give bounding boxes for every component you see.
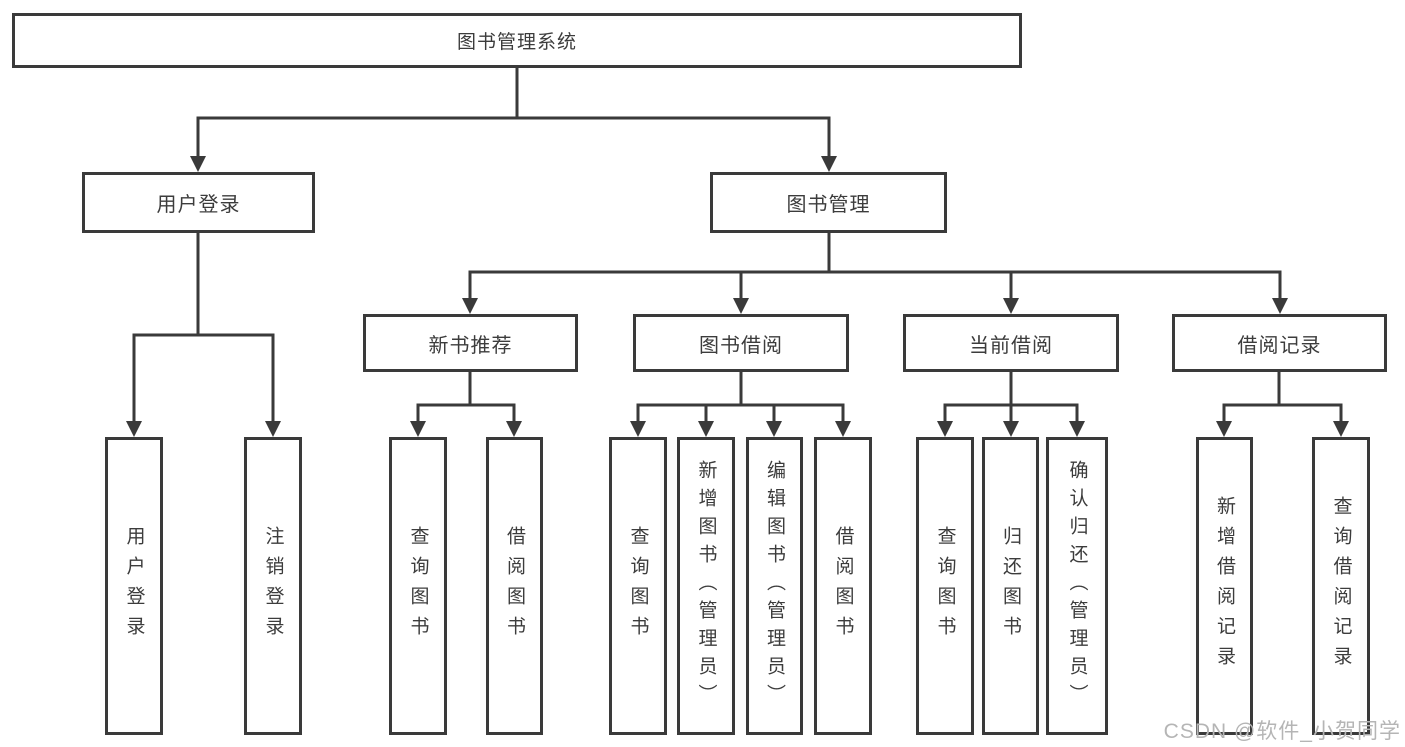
node-book-borrowing: 图书借阅 — [633, 314, 849, 372]
leaf-borrow-query-books: 查询图书 — [609, 437, 667, 735]
connector-bookborrow-to-leaves — [630, 370, 851, 437]
csdn-watermark: CSDN @软件_小贺同学 — [1163, 720, 1401, 743]
leaf-user-login: 用户登录 — [105, 437, 163, 735]
node-current-borrowing: 当前借阅 — [903, 314, 1119, 372]
leaf-edit-books-admin: 编辑图书（管理员） — [746, 437, 803, 735]
node-new-book-recommendation: 新书推荐 — [363, 314, 578, 372]
node-borrowing-records: 借阅记录 — [1172, 314, 1387, 372]
connector-currentborrow-to-leaves — [937, 370, 1085, 437]
node-book-management-branch: 图书管理 — [710, 172, 947, 233]
leaf-add-books-admin: 新增图书（管理员） — [677, 437, 735, 735]
node-user-login-branch: 用户登录 — [82, 172, 315, 233]
node-library-management-system: 图书管理系统 — [12, 13, 1022, 68]
leaf-current-query-books: 查询图书 — [916, 437, 974, 735]
connector-root-to-level2 — [190, 66, 837, 172]
leaf-borrow-borrow-books: 借阅图书 — [814, 437, 872, 735]
leaf-confirm-return-admin: 确认归还（管理员） — [1046, 437, 1108, 735]
leaf-query-borrow-record: 查询借阅记录 — [1312, 437, 1370, 735]
connector-newrec-to-leaves — [410, 370, 522, 437]
connector-userlogin-to-leaves — [126, 231, 281, 437]
leaf-add-borrow-record: 新增借阅记录 — [1196, 437, 1253, 735]
leaf-logout: 注销登录 — [244, 437, 302, 735]
leaf-newrec-query-books: 查询图书 — [389, 437, 447, 735]
leaf-return-books: 归还图书 — [982, 437, 1039, 735]
leaf-newrec-borrow-books: 借阅图书 — [486, 437, 543, 735]
connector-bookmgmt-to-level3 — [462, 231, 1288, 314]
connector-records-to-leaves — [1216, 370, 1349, 437]
